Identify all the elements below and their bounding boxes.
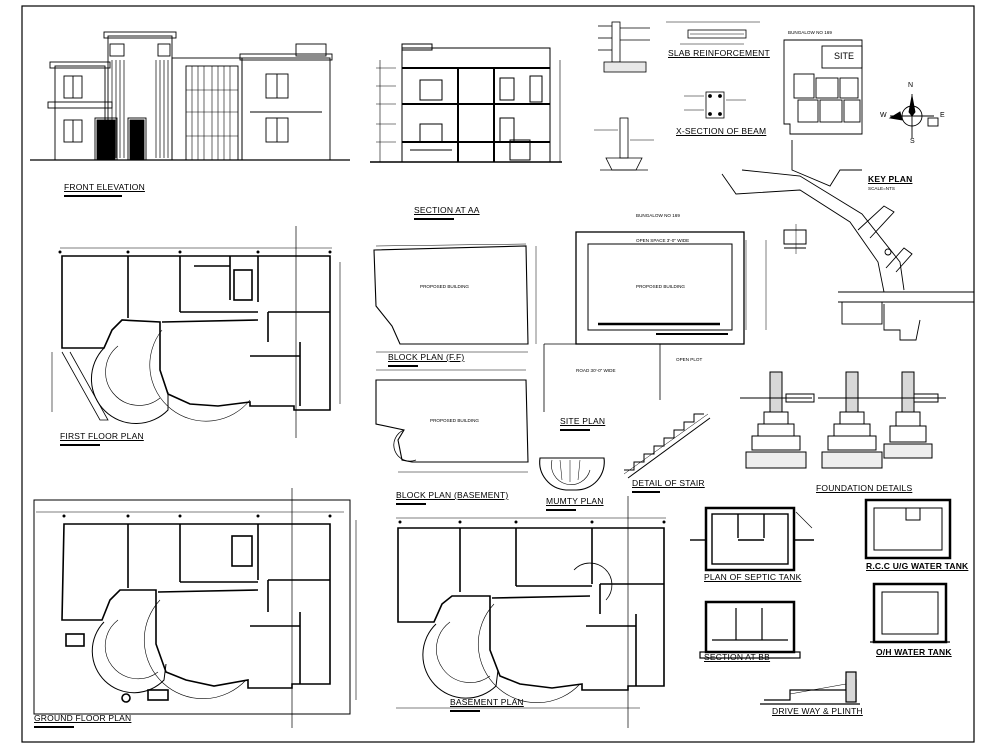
driveway-plinth-drawing	[760, 671, 860, 705]
section-bb-drawing	[699, 600, 801, 659]
x-section-beam-label: X-SECTION OF BEAM	[676, 126, 767, 136]
compass-south-label: S	[910, 138, 915, 145]
plan-septic-tank-label: PLAN OF SEPTIC TANK	[704, 572, 802, 582]
compass-east-label: E	[940, 112, 945, 119]
section-aa-drawing	[370, 43, 562, 163]
foundation-detail-3	[880, 371, 946, 459]
first-floor-plan-scale-bar	[60, 444, 100, 446]
stair-detail-drawing	[623, 413, 711, 479]
section-aa-scale-bar	[414, 218, 454, 220]
front-elevation-label: FRONT ELEVATION	[64, 182, 145, 192]
block-plan-basement-drawing	[375, 369, 529, 473]
dimension-marks	[58, 250, 666, 524]
driveway-plinth-label: DRIVE WAY & PLINTH	[772, 706, 863, 716]
basement-plan-scale-bar	[450, 710, 480, 712]
slab-reinforcement-label: SLAB REINFORCEMENT	[668, 48, 770, 58]
first-floor-plan-drawing	[51, 226, 341, 438]
detail-of-stair-label: DETAIL OF STAIR	[632, 478, 705, 488]
key-plan-drawing	[721, 39, 974, 341]
site-plan-scale-bar	[560, 429, 590, 431]
key-plan-scale-label: SCALE=NTS	[868, 186, 895, 191]
foundation-detail-1	[740, 371, 815, 469]
block-plan-basement-label: BLOCK PLAN (BASEMENT)	[396, 490, 509, 500]
road-label: ROAD 30'-0" WIDE	[576, 368, 616, 373]
site-box-label: SITE	[834, 51, 855, 61]
open-plot-label: OPEN PLOT	[676, 357, 703, 362]
first-floor-plan-label: FIRST FLOOR PLAN	[60, 431, 144, 441]
mumty-plan-drawing	[539, 457, 605, 491]
site-plan-label: SITE PLAN	[560, 416, 606, 426]
section-bb-label: SECTION AT BB	[704, 652, 771, 662]
compass-north-label: N	[908, 82, 914, 89]
bungalow-no-top-label: BUNGALOW NO 169	[788, 30, 832, 35]
site-plan-proposed-building-label: PROPOSED BUILDING	[636, 284, 686, 289]
ground-floor-plan-label: GROUND FLOOR PLAN	[34, 713, 132, 723]
front-elevation-drawing	[30, 31, 350, 161]
ug-water-tank-drawing	[864, 498, 952, 560]
open-space-label: OPEN SPACE 3'-0" WIDE	[636, 238, 690, 243]
basement-plan-label: BASEMENT PLAN	[450, 697, 524, 707]
key-plan-label: KEY PLAN	[868, 174, 913, 184]
foundation-details-drawing	[740, 371, 946, 469]
ground-floor-plan-scale-bar	[34, 726, 74, 728]
front-elevation-scale-bar	[64, 195, 122, 197]
section-aa-label: SECTION AT AA	[414, 205, 480, 215]
ground-floor-plan-drawing	[33, 488, 357, 728]
block-basement-proposed-building-label: PROPOSED BUILDING	[430, 418, 480, 423]
block-plan-basement-scale-bar	[396, 503, 426, 505]
foundation-details-label: FOUNDATION DETAILS	[816, 483, 913, 493]
sheet-border	[21, 5, 975, 743]
compass-west-label: W	[880, 112, 887, 119]
rcc-ug-water-tank-label: R.C.C U/G WATER TANK	[866, 561, 969, 571]
mumty-plan-label: MUMTY PLAN	[546, 496, 604, 506]
septic-tank-drawing	[690, 506, 814, 572]
block-plan-ff-label: BLOCK PLAN (F.F)	[388, 352, 465, 362]
site-plan-drawing	[543, 224, 807, 412]
block-plan-ff-drawing	[373, 243, 537, 353]
slab-reinforcement-details	[594, 21, 760, 171]
mumty-plan-scale-bar	[546, 509, 576, 511]
oh-water-tank-label: O/H WATER TANK	[876, 647, 952, 657]
oh-water-tank-drawing	[870, 582, 950, 644]
block-plan-ff-scale-bar	[388, 365, 418, 367]
block-ff-proposed-building-label: PROPOSED BUILDING	[420, 284, 470, 289]
bungalow-no-site-label: BUNGALOW NO 169	[636, 213, 680, 218]
foundation-detail-2	[818, 371, 883, 469]
basement-plan-drawing	[396, 496, 666, 728]
detail-of-stair-scale-bar	[632, 491, 660, 493]
